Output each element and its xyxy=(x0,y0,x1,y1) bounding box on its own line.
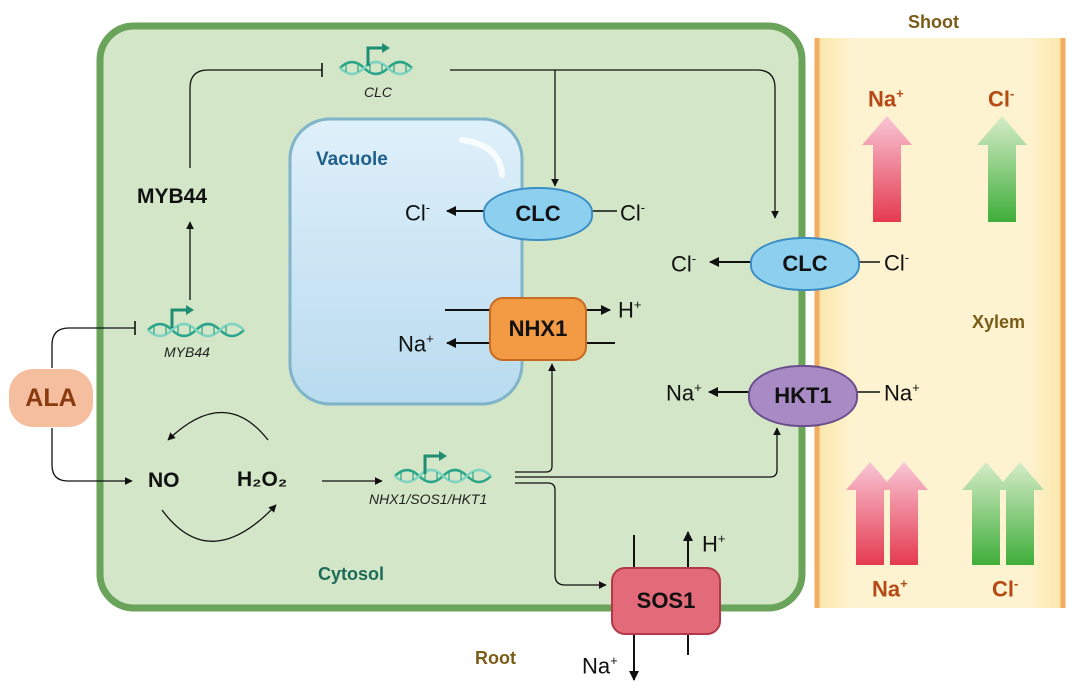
xylem-cl-arrow-top xyxy=(977,116,1027,222)
vacuole xyxy=(288,117,524,406)
h2o2-to-no-arc xyxy=(167,411,269,441)
cytosol-label: Cytosol xyxy=(318,564,385,584)
hkt1-transporter: HKT1 xyxy=(748,365,858,427)
cl-ion-xylem: Cl- xyxy=(884,250,910,276)
xylem-cl-arrow-bottom-2 xyxy=(996,462,1044,565)
myb44-to-clc-inhibit xyxy=(189,69,322,168)
xylem-na-bottom-label: Na+ xyxy=(872,576,908,602)
ala-node: ALA xyxy=(9,369,93,427)
xylem-na-arrow-top xyxy=(862,116,912,222)
xylem-na-arrow-bottom-2 xyxy=(880,462,928,565)
nhx1-transporter: NHX1 xyxy=(489,297,587,361)
h2o2-label: H₂O₂ xyxy=(237,468,288,491)
sos1-transporter: SOS1 xyxy=(611,567,721,635)
no-to-h2o2-arc xyxy=(161,504,277,542)
clc-gene-branch xyxy=(450,69,779,219)
xylem-cl-bottom-label: Cl- xyxy=(992,576,1019,602)
shoot-label: Shoot xyxy=(908,12,959,32)
nhx1-sos1-hkt1-gene-label: NHX1/SOS1/HKT1 xyxy=(369,491,488,507)
myb44-gene-label: MYB44 xyxy=(164,344,210,360)
vacuole-highlight xyxy=(459,137,505,178)
dna-icon-clc xyxy=(339,43,413,76)
clc-plasma-transporter: CLC xyxy=(750,237,860,291)
h-ion-nhx1: H+ xyxy=(618,297,642,323)
genes-to-sos1 xyxy=(515,482,607,589)
dna-icon-myb44 xyxy=(147,305,245,338)
genes-to-hkt1 xyxy=(515,427,781,478)
clc-gene-label: CLC xyxy=(364,84,393,100)
clc-tonoplast-transporter: CLC xyxy=(483,187,593,241)
xylem-na-top-label: Na+ xyxy=(868,86,904,112)
cl-ion-cytosol-1: Cl- xyxy=(620,200,646,226)
na-ion-sos1: Na+ xyxy=(582,653,618,679)
root-label: Root xyxy=(475,648,516,668)
myb44-protein-label: MYB44 xyxy=(137,185,208,208)
no-label: NO xyxy=(148,469,180,492)
dna-icon-nhx1-sos1-hkt1 xyxy=(394,451,492,484)
vacuole-label: Vacuole xyxy=(316,149,388,170)
xylem-label: Xylem xyxy=(972,312,1026,332)
na-ion-xylem: Na+ xyxy=(884,380,920,406)
na-ion-vacuole: Na+ xyxy=(398,331,434,357)
genes-to-nhx1 xyxy=(515,363,556,473)
h-ion-sos1: H+ xyxy=(702,531,726,557)
ala-to-no xyxy=(51,428,133,485)
cl-ion-vacuole: Cl- xyxy=(405,200,431,226)
cl-ion-cytosol-2: Cl- xyxy=(671,251,697,277)
xylem-cl-top-label: Cl- xyxy=(988,86,1015,112)
na-ion-cytosol: Na+ xyxy=(666,380,702,406)
ala-to-myb44-inhibit xyxy=(51,327,135,368)
